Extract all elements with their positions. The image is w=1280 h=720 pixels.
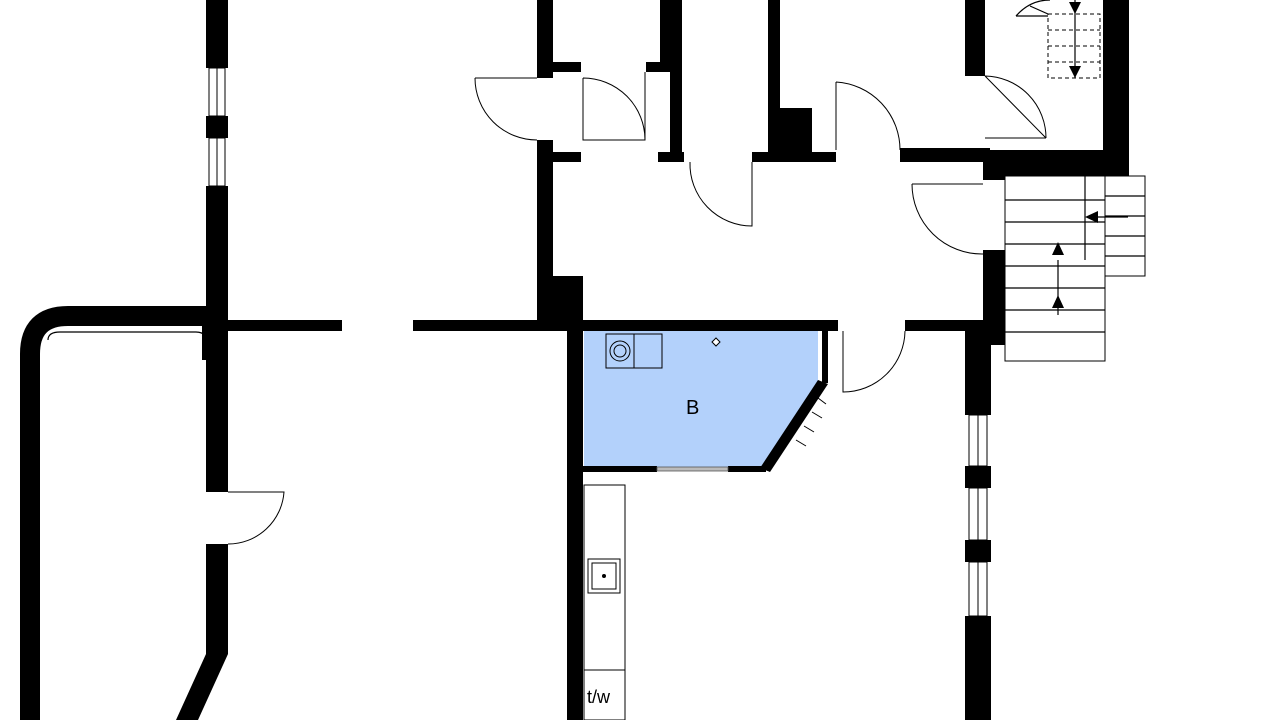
room-label-bathroom: B <box>686 397 699 419</box>
stairs-icon <box>1004 0 1146 362</box>
toilet-icon <box>605 333 663 369</box>
window-icon <box>208 67 988 617</box>
room-bathroom-fill <box>584 330 818 468</box>
floor-drain-icon <box>711 337 721 347</box>
fixture-label-washing-machine: t/w <box>587 687 611 707</box>
kitchen-counter <box>583 484 626 720</box>
door-swing-icon <box>227 72 1047 545</box>
sink-icon <box>587 558 621 594</box>
outbuilding-wall <box>20 306 212 720</box>
